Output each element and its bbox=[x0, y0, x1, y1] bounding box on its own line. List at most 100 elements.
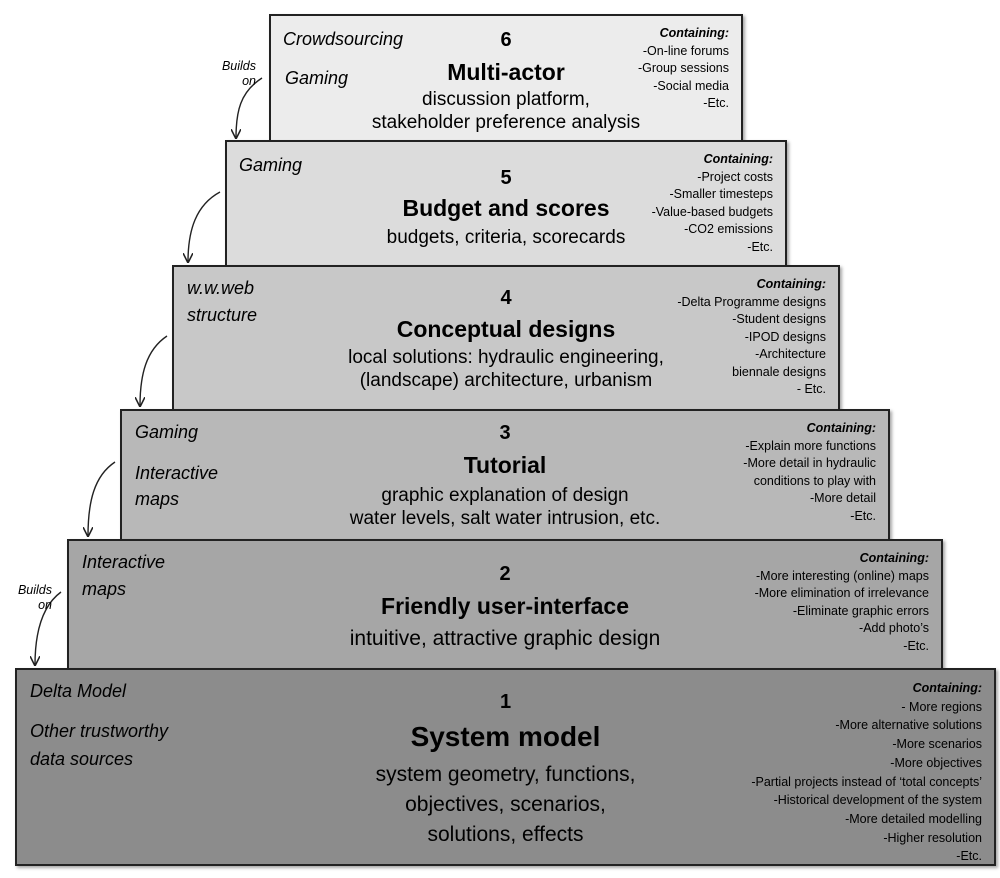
arrow-5-to-4 bbox=[188, 191, 221, 262]
containing-item: -More detail bbox=[810, 491, 876, 505]
containing-item: -IPOD designs bbox=[744, 329, 826, 344]
tier-source: Gaming bbox=[239, 155, 303, 175]
containing-item: -Add photo’s bbox=[859, 621, 929, 635]
containing-list: Containing: - More regions -More alterna… bbox=[751, 679, 982, 866]
containing-item: -On-line forums bbox=[642, 43, 729, 58]
containing-item: -Etc. bbox=[703, 96, 729, 110]
tier-5: Gaming 5 Budget and scores budgets, crit… bbox=[225, 140, 787, 267]
tier-source: w.w.web bbox=[187, 278, 255, 298]
containing-item: -Higher resolution bbox=[883, 830, 982, 845]
tier-title: Tutorial bbox=[463, 452, 547, 478]
desc-line: solutions, effects bbox=[427, 823, 584, 846]
containing-item: -More scenarios bbox=[892, 737, 982, 752]
tier-source: Delta Model bbox=[30, 681, 127, 701]
containing-item: -Partial projects instead of ‘total conc… bbox=[751, 774, 982, 789]
tier-title: Friendly user-interface bbox=[381, 593, 629, 619]
containing-item: -Social media bbox=[653, 78, 729, 93]
containing-item: -Historical development of the system bbox=[773, 793, 982, 808]
desc-line: budgets, criteria, scorecards bbox=[386, 227, 626, 248]
containing-item: -Etc. bbox=[903, 638, 929, 653]
tier-6: Crowdsourcing Gaming 6 Multi-actor discu… bbox=[269, 14, 743, 143]
containing-item: -More detailed modelling bbox=[845, 811, 982, 826]
tier-1: Delta Model Other trustworthy data sourc… bbox=[15, 668, 996, 866]
tier-source: data sources bbox=[30, 749, 134, 769]
desc-line: objectives, scenarios, bbox=[405, 793, 606, 816]
containing-list: Containing: -Delta Programme designs -St… bbox=[677, 276, 826, 399]
containing-item: - Etc. bbox=[796, 382, 826, 396]
containing-item: -More elimination of irrelevance bbox=[754, 586, 929, 600]
tier-number: 1 bbox=[499, 691, 512, 713]
desc-line: intuitive, attractive graphic design bbox=[349, 627, 661, 650]
containing-item: -Smaller timesteps bbox=[669, 187, 774, 201]
containing-list: Containing: -More interesting (online) m… bbox=[755, 550, 929, 655]
tier-desc: budgets, criteria, scorecards bbox=[227, 226, 785, 249]
tier-desc: local solutions: hydraulic engineering, … bbox=[174, 346, 838, 392]
containing-item: -CO2 emissions bbox=[684, 222, 773, 236]
containing-heading: Containing: bbox=[806, 421, 876, 435]
containing-item: -More interesting (online) maps bbox=[756, 568, 929, 583]
desc-line: local solutions: hydraulic engineering, bbox=[348, 347, 664, 368]
builds-on-label-top: Builds on bbox=[206, 59, 256, 89]
containing-heading: Containing: bbox=[703, 152, 773, 166]
tier-source: Gaming bbox=[285, 68, 349, 88]
containing-item: -Delta Programme designs bbox=[677, 294, 826, 309]
builds-on-label-bottom: Builds on bbox=[2, 583, 52, 613]
containing-item: -Eliminate graphic errors bbox=[792, 603, 929, 618]
containing-item: -Etc. bbox=[747, 239, 773, 254]
tier-source: Interactive bbox=[82, 552, 166, 572]
desc-line: system geometry, functions, bbox=[375, 763, 636, 786]
containing-heading: Containing: bbox=[659, 26, 729, 40]
desc-line: discussion platform, bbox=[422, 89, 590, 110]
tier-2: Interactive maps 2 Friendly user-interfa… bbox=[67, 539, 943, 670]
tier-desc: discussion platform, stakeholder prefere… bbox=[271, 88, 741, 134]
desc-line: graphic explanation of design bbox=[381, 485, 629, 506]
containing-list: Containing: -Explain more functions -Mor… bbox=[743, 420, 876, 525]
builds-on-text: Builds on bbox=[221, 59, 256, 88]
tier-source: Gaming bbox=[135, 422, 199, 442]
containing-heading: Containing: bbox=[912, 681, 982, 695]
tier-desc: system geometry, functions, objectives, … bbox=[17, 760, 994, 850]
containing-item: -Explain more functions bbox=[745, 438, 876, 453]
containing-item: -More alternative solutions bbox=[835, 718, 982, 733]
containing-list: Containing: -Project costs -Smaller time… bbox=[652, 151, 773, 256]
containing-item: - More regions bbox=[901, 699, 982, 714]
tier-title: Budget and scores bbox=[402, 195, 610, 221]
tier-number: 5 bbox=[500, 167, 512, 189]
arrow-3-to-2 bbox=[88, 461, 116, 536]
tier-desc: graphic explanation of design water leve… bbox=[122, 484, 888, 530]
containing-item: -Student designs bbox=[732, 312, 826, 326]
tier-4: w.w.web structure 4 Conceptual designs l… bbox=[172, 265, 840, 411]
tier-number: 6 bbox=[500, 29, 512, 51]
containing-item: -More objectives bbox=[890, 755, 982, 770]
arrow-6-to-5 bbox=[236, 77, 263, 138]
tier-source: Crowdsourcing bbox=[283, 29, 404, 49]
containing-item: biennale designs bbox=[732, 364, 826, 379]
tier-source: maps bbox=[82, 579, 127, 599]
tier-source: maps bbox=[135, 489, 180, 509]
tier-desc: intuitive, attractive graphic design bbox=[69, 627, 941, 650]
containing-item: -Etc. bbox=[850, 508, 876, 523]
tier-title: System model bbox=[410, 721, 601, 752]
containing-heading: Containing: bbox=[859, 551, 929, 565]
containing-heading: Containing: bbox=[756, 277, 826, 291]
containing-item: -Architecture bbox=[755, 347, 826, 361]
tier-title: Multi-actor bbox=[447, 59, 565, 85]
containing-item: -Etc. bbox=[956, 849, 982, 864]
desc-line: (landscape) architecture, urbanism bbox=[359, 370, 653, 391]
desc-line: stakeholder preference analysis bbox=[371, 112, 641, 133]
tier-number: 4 bbox=[500, 287, 512, 309]
desc-line: water levels, salt water intrusion, etc. bbox=[349, 508, 661, 529]
tier-source: structure bbox=[187, 305, 258, 325]
tier-number: 3 bbox=[499, 422, 511, 444]
tier-source: Other trustworthy bbox=[30, 721, 169, 741]
arrow-2-to-1 bbox=[35, 591, 62, 665]
containing-item: -More detail in hydraulic bbox=[743, 456, 876, 470]
builds-on-text: Builds on bbox=[17, 583, 52, 612]
containing-item: -Project costs bbox=[697, 169, 773, 184]
tier-source: Interactive bbox=[135, 463, 219, 483]
containing-list: Containing: -On-line forums -Group sessi… bbox=[638, 25, 729, 113]
arrow-4-to-3 bbox=[140, 335, 168, 406]
tier-number: 2 bbox=[499, 563, 511, 585]
tier-3: Gaming Interactive maps 3 Tutorial graph… bbox=[120, 409, 890, 541]
